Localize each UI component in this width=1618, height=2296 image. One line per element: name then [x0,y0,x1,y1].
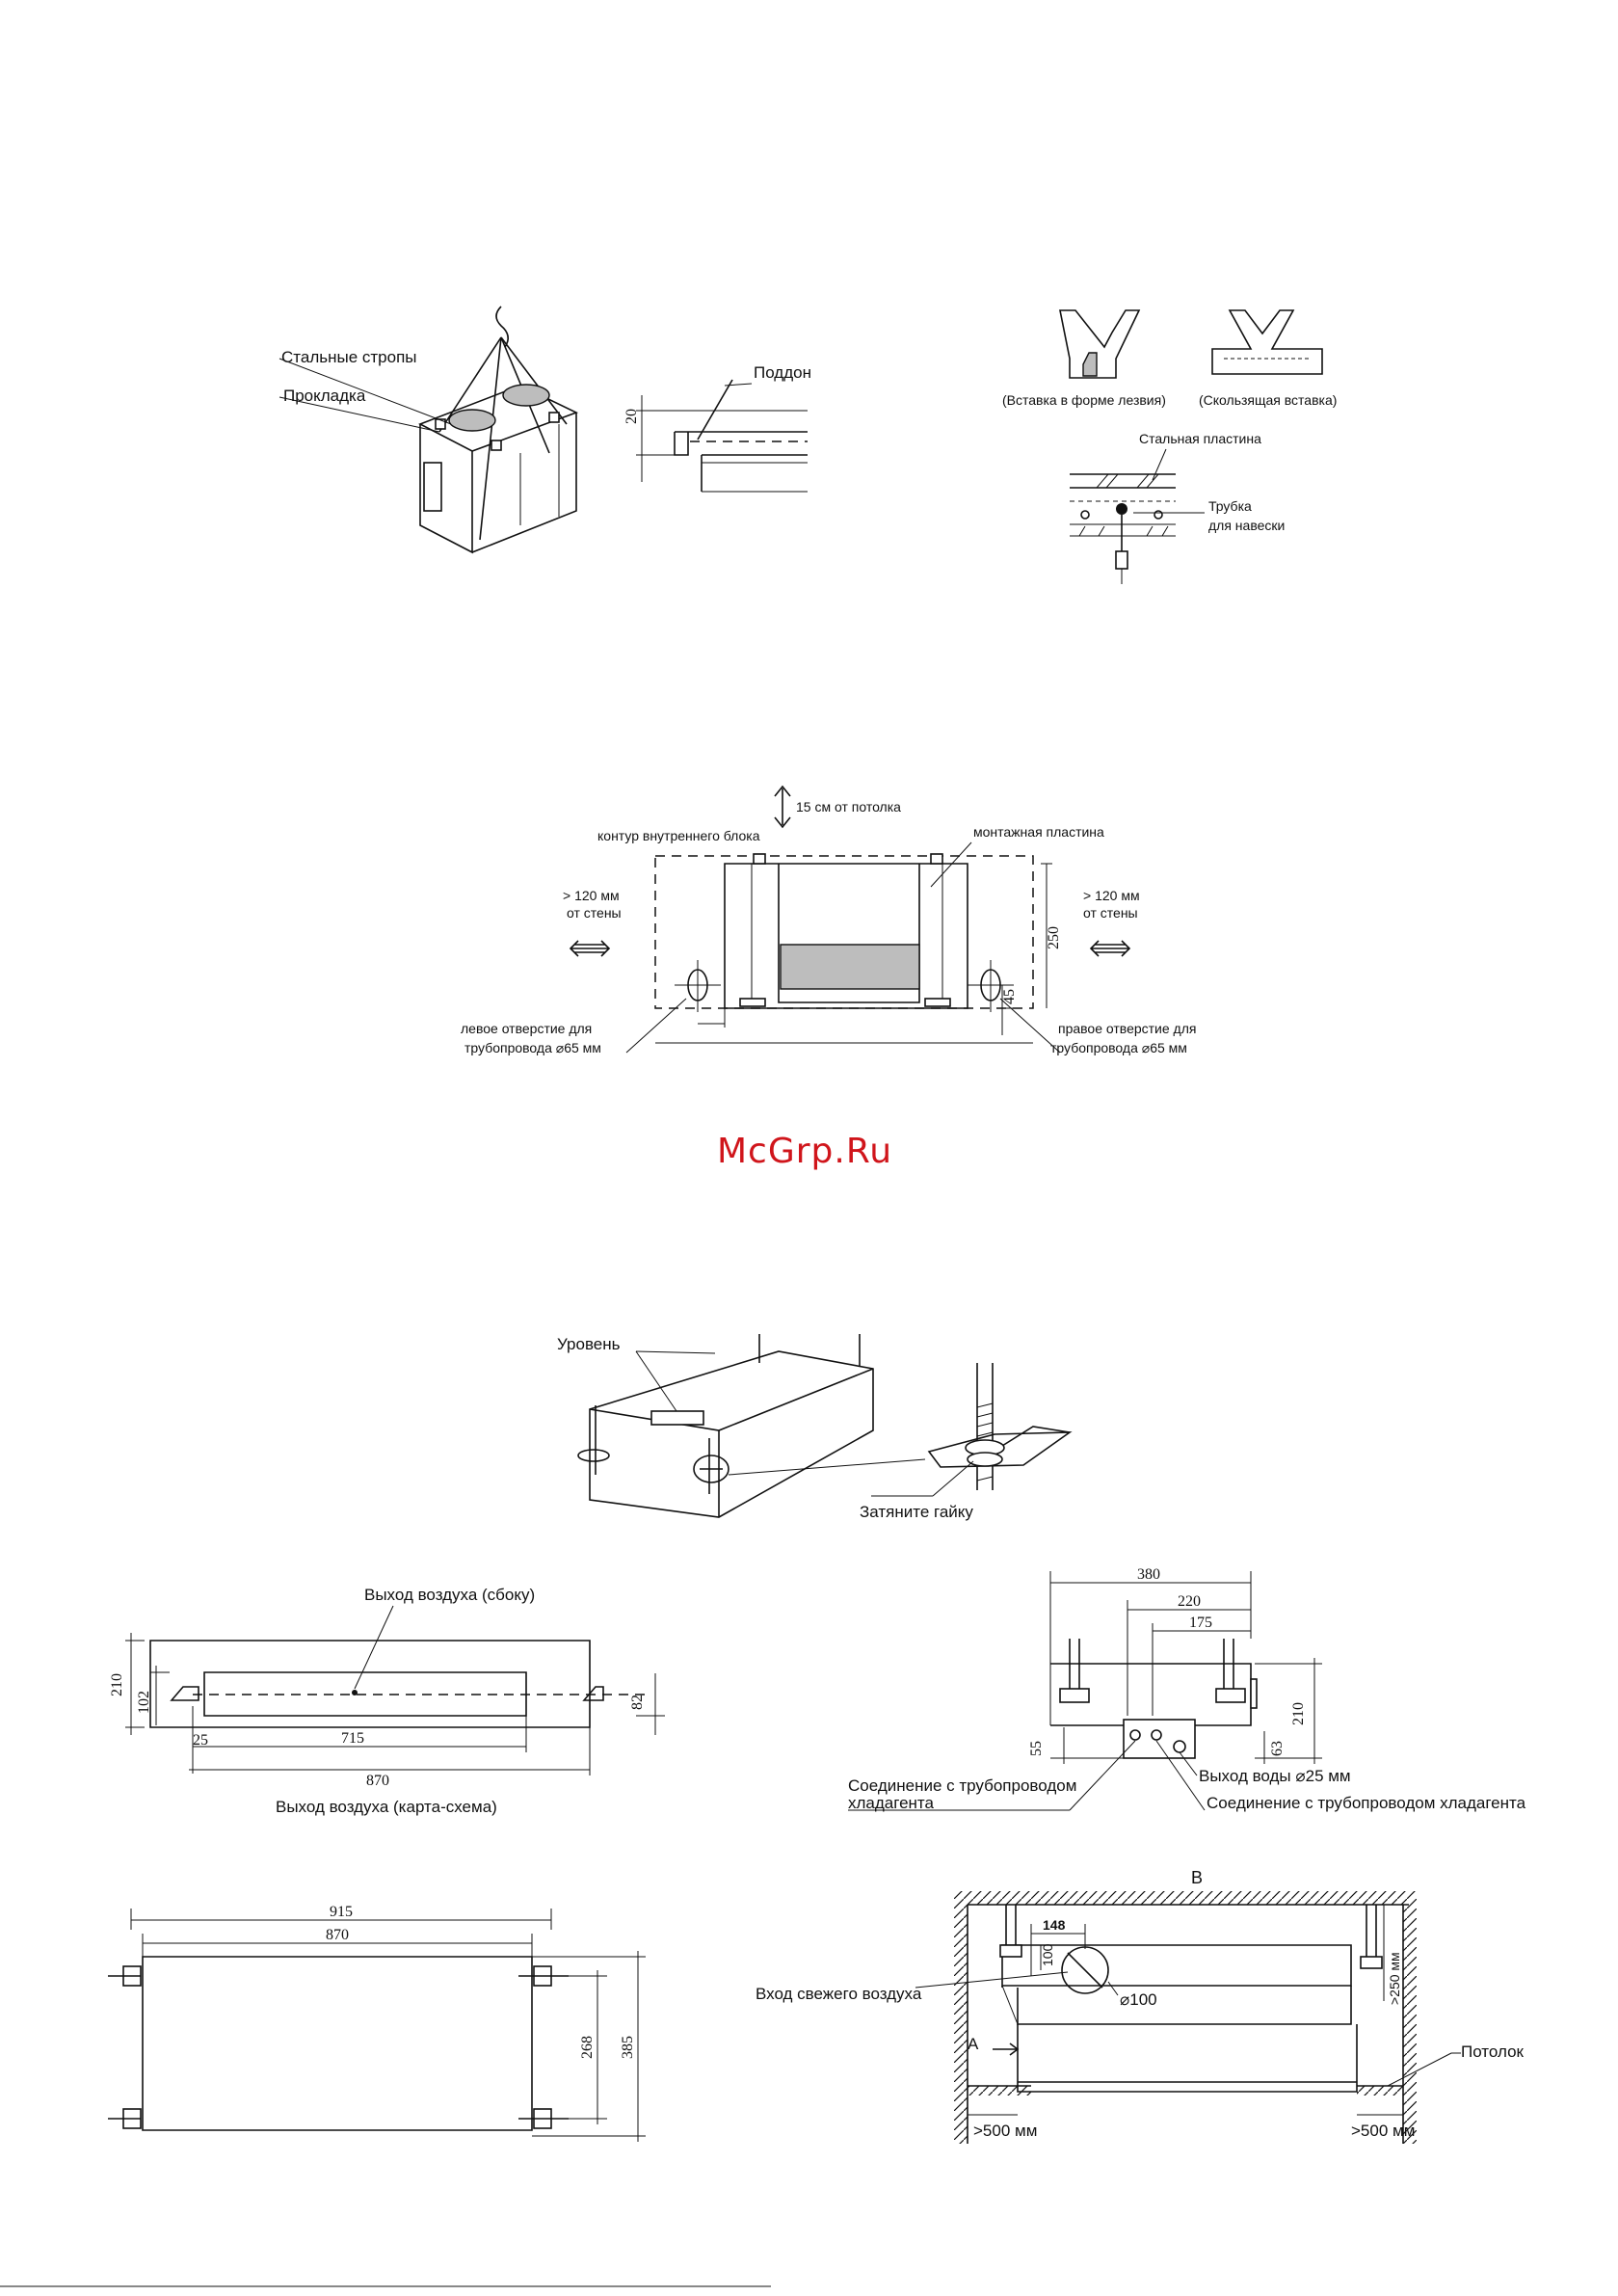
pallet-label: Поддон [754,363,811,382]
dim-380: 380 [1137,1566,1160,1583]
fresh-air-label: Вход свежего воздуха [756,1985,922,2003]
unit-outline-label: контур внутреннего блока [597,828,760,843]
dim-175: 175 [1189,1615,1212,1631]
right-wall-clearance-2: от стены [1083,905,1138,921]
right-500: >500 мм [1351,2122,1415,2140]
left-500: >500 мм [973,2122,1037,2140]
dim-250: 250 [1046,926,1062,949]
air-outlet-figure: Выход воздуха (сбоку) 210 102 82 25 715 … [109,1586,665,1816]
left-wall-clearance-1: > 120 мм [563,888,620,903]
dim-20: 20 [623,409,640,424]
ceiling-label: Потолок [1461,2042,1525,2061]
above-250: >250 мм [1387,1952,1402,2005]
dim-915: 915 [330,1904,353,1920]
lifting-figure: Стальные стропы Прокладка 20 Поддон [279,306,811,554]
top-view-figure: 915 870 268 385 [108,1904,646,2142]
watermark: McGrp.Ru [717,1132,892,1171]
dim-55: 55 [1028,1741,1045,1756]
tighten-nut-label: Затяните гайку [860,1503,973,1521]
dim-210-right: 210 [1290,1702,1307,1725]
dim-870-top: 870 [326,1927,349,1943]
dim-268: 268 [579,2036,596,2059]
dim-45: 45 [1001,989,1018,1004]
refrigerant-left-label-1: Соединение с трубопроводом [848,1776,1076,1795]
refrigerant-right-label: Соединение с трубопроводом хладагента [1207,1794,1526,1812]
dim-385: 385 [620,2036,636,2059]
fresh-air-figure: B 148 100 ⌀100 Вход свежего воздуха [756,1868,1525,2144]
dim-63: 63 [1269,1741,1286,1756]
right-hole-label-1: правое отверстие для [1058,1021,1196,1036]
dim-715: 715 [341,1730,364,1747]
slings-label: Стальные стропы [281,348,417,366]
left-wall-clearance-2: от стены [567,905,622,921]
right-hole-label-2: трубопровода ⌀65 мм [1050,1040,1187,1055]
dim-220: 220 [1178,1593,1201,1610]
view-a-label: A [968,2035,979,2053]
dim-102: 102 [136,1691,152,1714]
diameter-100: ⌀100 [1120,1990,1157,2009]
dim-82: 82 [629,1695,646,1710]
connections-figure: 380 220 175 210 55 63 Выход воды ⌀25 мм … [848,1566,1526,1812]
pad-label: Прокладка [283,387,366,405]
dim-870: 870 [366,1773,389,1789]
blade-insert-label: (Вставка в форме лезвия) [1002,392,1166,408]
pipe-label-1: Трубка [1208,498,1252,514]
sliding-insert-label: (Скользящая вставка) [1199,392,1337,408]
side-outlet-label: Выход воздуха (сбоку) [364,1586,535,1604]
mounting-plate-label: монтажная пластина [973,824,1104,840]
mounting-plate-figure: 15 см от потолка контур внутреннего блок… [461,785,1196,1055]
inserts-figure: (Вставка в форме лезвия) (Скользящая вст… [1002,309,1337,584]
level-label: Уровень [557,1335,621,1353]
dim-100: 100 [1040,1943,1055,1966]
outlet-caption: Выход воздуха (карта-схема) [276,1798,497,1816]
dim-25: 25 [193,1732,208,1749]
dim-210: 210 [109,1673,125,1696]
dim-148: 148 [1043,1917,1066,1933]
right-wall-clearance-1: > 120 мм [1083,888,1140,903]
left-hole-label-1: левое отверстие для [461,1021,592,1036]
steel-plate-label: Стальная пластина [1139,431,1261,446]
left-hole-label-2: трубопровода ⌀65 мм [464,1040,601,1055]
water-outlet-label: Выход воды ⌀25 мм [1199,1767,1351,1785]
refrigerant-left-label-2: хладагента [848,1794,935,1812]
pipe-label-2: для навески [1208,518,1285,533]
ceiling-clearance: 15 см от потолка [796,799,901,814]
levelling-figure: Уровень Затяните гайку [557,1334,1073,1521]
view-b-label: B [1191,1868,1203,1887]
